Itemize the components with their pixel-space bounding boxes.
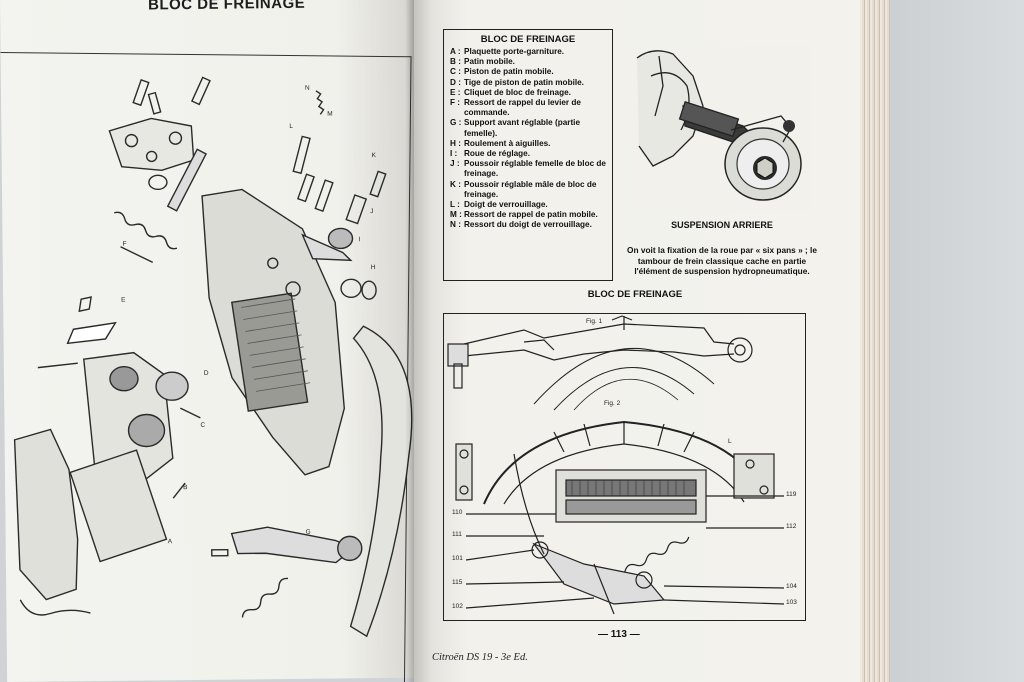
legend-key: D :: [450, 77, 461, 87]
ref-101: 101: [452, 555, 463, 562]
callout-k: K: [371, 152, 377, 160]
callout-l: L: [289, 122, 294, 130]
legend-text: Roue de réglage.: [464, 149, 530, 159]
legend-item: B :Patin mobile.: [450, 57, 606, 67]
legend-key: A :: [450, 47, 461, 56]
fig2-label: Fig. 2: [604, 400, 621, 407]
ref-top-l: L: [728, 438, 732, 445]
callout-d: D: [203, 369, 209, 377]
page-footer: Citroën DS 19 - 3e Ed.: [432, 652, 528, 663]
legend-key: J :: [450, 159, 460, 169]
fig1-label: Fig. 1: [586, 318, 603, 325]
legend-item: J : Poussoir réglable femelle de bloc de …: [450, 159, 606, 179]
legend-text: Patin mobile.: [464, 57, 515, 67]
legend-item: N :Ressort du doigt de verrouillage.: [450, 220, 606, 230]
legend-key: I :: [450, 149, 458, 159]
legend-key: K :: [450, 179, 461, 189]
brake-diagram-frame: Fig. 1 Fig. 2 L 110 111 101 115 102 119 …: [443, 313, 806, 621]
ref-102: 102: [452, 603, 463, 610]
callout-e: E: [121, 296, 126, 304]
ref-112: 112: [786, 523, 797, 530]
callout-n: N: [304, 84, 310, 92]
callout-a: A: [167, 538, 173, 546]
legend-item: F :Ressort de rappel du levier de comman…: [450, 98, 606, 118]
photo-caption: On voit la fixation de la roue par « six…: [627, 245, 817, 277]
legend-box: BLOC DE FREINAGE A :Plaquette porte-garn…: [443, 29, 613, 281]
callout-m: M: [327, 110, 333, 118]
left-page: BLOC DE FREINAGE: [0, 0, 426, 682]
legend-key: L :: [450, 200, 460, 210]
ref-110: 110: [452, 509, 463, 516]
legend-key: G :: [450, 118, 462, 128]
callout-i: I: [358, 236, 361, 244]
legend-text: Ressort de rappel de patin mobile.: [464, 210, 598, 220]
legend-text: Poussoir réglable mâle de bloc de freina…: [464, 179, 597, 199]
legend-item: K :Poussoir réglable mâle de bloc de fre…: [450, 180, 606, 200]
legend-text: Cliquet de bloc de freinage.: [464, 87, 571, 97]
legend-text: Support avant réglable (partie femelle).: [464, 118, 581, 138]
legend-item: C :Piston de patin mobile.: [450, 67, 606, 77]
ref-115: 115: [452, 579, 463, 586]
suspension-photo-drawing: [633, 46, 811, 211]
legend-item: L : Doigt de verrouillage.: [450, 200, 606, 210]
brake-technical-diagram: [447, 315, 785, 615]
legend-key: N :: [450, 220, 461, 230]
legend-item: E :Cliquet de bloc de freinage.: [450, 88, 606, 98]
legend-text: Doigt de verrouillage.: [464, 200, 548, 210]
legend-text: Tige de piston de patin mobile.: [464, 77, 584, 87]
legend-text: Ressort de rappel du levier de commande.: [464, 98, 581, 118]
legend-item: A :Plaquette porte-garniture.: [450, 47, 606, 57]
legend-item: G :Support avant réglable (partie femell…: [450, 118, 606, 138]
legend-list: A :Plaquette porte-garniture. B :Patin m…: [450, 47, 606, 231]
callout-b: B: [183, 484, 188, 492]
legend-item: M :Ressort de rappel de patin mobile.: [450, 210, 606, 220]
legend-key: E :: [450, 87, 461, 97]
legend-text: Piston de patin mobile.: [464, 67, 554, 77]
ref-103: 103: [786, 599, 797, 606]
legend-text: Poussoir réglable femelle de bloc de fre…: [464, 159, 606, 179]
photo-caption-title: SUSPENSION ARRIERE: [671, 220, 773, 230]
legend-key: H :: [450, 138, 461, 148]
diagram-section-title: BLOC DE FREINAGE: [587, 289, 683, 300]
suspension-photo: [633, 46, 811, 211]
callout-g: G: [305, 528, 311, 536]
ref-119: 119: [786, 491, 797, 498]
callout-f: F: [122, 240, 127, 248]
ref-111: 111: [452, 531, 462, 538]
legend-text: Plaquette porte-garniture.: [464, 47, 565, 56]
exploded-brake-diagram: [13, 76, 413, 638]
legend-key: M :: [450, 210, 462, 220]
legend-text: Ressort du doigt de verrouillage.: [464, 220, 592, 230]
page-number: — 113 —: [598, 629, 640, 640]
callout-j: J: [370, 208, 374, 216]
legend-title: BLOC DE FREINAGE: [480, 34, 576, 45]
legend-key: C :: [450, 67, 461, 77]
legend-item: H :Roulement à aiguilles.: [450, 139, 606, 149]
ref-104: 104: [786, 583, 797, 590]
legend-key: B :: [450, 57, 461, 67]
callout-h: H: [370, 264, 376, 272]
callout-c: C: [200, 421, 206, 429]
legend-item: D :Tige de piston de patin mobile.: [450, 78, 606, 88]
legend-key: F :: [450, 98, 461, 108]
legend-item: I : Roue de réglage.: [450, 149, 606, 159]
legend-text: Roulement à aiguilles.: [464, 138, 551, 148]
